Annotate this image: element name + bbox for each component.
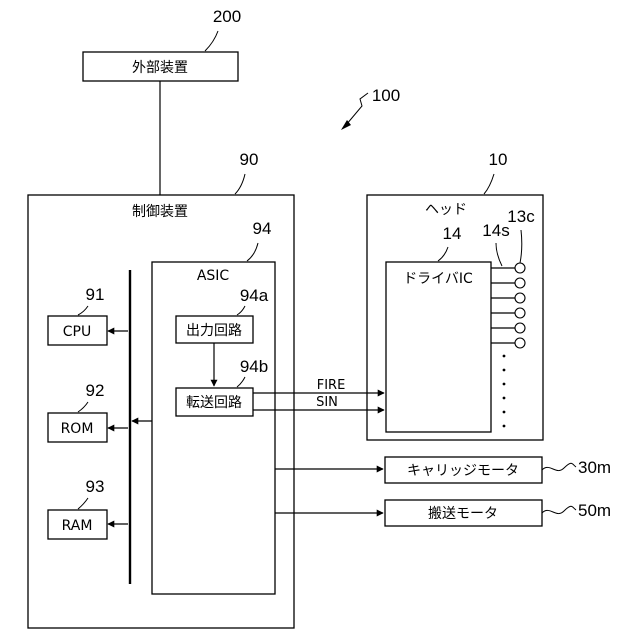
asic-ref: 94 — [253, 219, 272, 238]
head-ref: 10 — [489, 150, 508, 169]
external-device-leader — [205, 31, 218, 51]
system-leader — [346, 93, 368, 125]
external-device-block: 外部装置 — [83, 52, 238, 81]
rom-ref: 92 — [86, 381, 105, 400]
cpu-label: CPU — [63, 324, 91, 340]
driver-ic-block: ドライバIC — [386, 262, 491, 432]
driver-ic-ref: 14 — [443, 224, 462, 243]
head-leader — [484, 174, 494, 194]
controller-ref: 90 — [240, 150, 259, 169]
carriage-motor-leader — [542, 463, 576, 470]
carriage-motor-block: キャリッジモータ — [385, 457, 542, 483]
output-circuit-block: 出力回路 — [176, 316, 253, 343]
external-device-ref: 200 — [213, 7, 241, 26]
ram-block: RAM — [48, 510, 107, 539]
controller-label: 制御装置 — [132, 204, 188, 220]
ram-label: RAM — [62, 518, 93, 534]
transport-motor-label: 搬送モータ — [428, 506, 498, 522]
asic-block: ASIC — [152, 262, 275, 594]
output-circuit-label: 出力回路 — [186, 323, 242, 339]
nozzles-ref: 13c — [507, 207, 535, 226]
head-label: ヘッド — [425, 202, 467, 218]
transfer-circuit-block: 転送回路 — [176, 388, 253, 416]
carriage-motor-label: キャリッジモータ — [407, 463, 519, 479]
nozzle — [515, 323, 525, 333]
ram-ref: 93 — [86, 477, 105, 496]
nozzle — [515, 338, 525, 348]
nozzle — [515, 263, 525, 273]
output-circuit-ref: 94a — [240, 286, 269, 305]
carriage-motor-ref: 30m — [578, 458, 611, 477]
signal-lines-ref: 14s — [482, 221, 509, 240]
rom-label: ROM — [61, 421, 94, 437]
cpu-block: CPU — [48, 316, 107, 345]
controller-leader — [235, 174, 245, 194]
fire-signal-label: FIRE — [317, 378, 346, 393]
transport-motor-leader — [542, 506, 576, 513]
transport-motor-ref: 50m — [578, 501, 611, 520]
external-device-label: 外部装置 — [132, 60, 188, 76]
cpu-ref: 91 — [86, 285, 105, 304]
nozzle — [515, 308, 525, 318]
system-ref: 100 — [372, 86, 400, 105]
sin-signal-label: SIN — [316, 395, 338, 410]
transport-motor-block: 搬送モータ — [385, 500, 542, 526]
transfer-circuit-ref: 94b — [240, 357, 268, 376]
driver-ic-label: ドライバIC — [403, 271, 473, 287]
nozzle — [515, 278, 525, 288]
asic-label: ASIC — [197, 268, 230, 284]
transfer-circuit-label: 転送回路 — [186, 395, 242, 411]
rom-block: ROM — [48, 413, 107, 442]
nozzle — [515, 293, 525, 303]
